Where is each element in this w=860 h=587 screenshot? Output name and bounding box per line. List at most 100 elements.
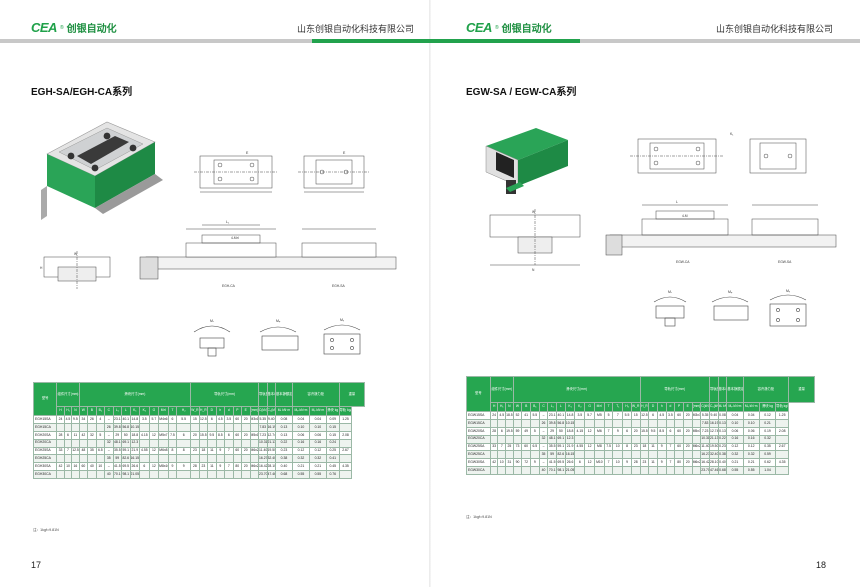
table-cell: 0.15	[325, 422, 340, 432]
table-cell	[338, 470, 353, 480]
table-cell	[249, 422, 259, 432]
table-cell	[674, 466, 684, 476]
table-cell: 20	[682, 458, 693, 468]
table-cell: 8	[622, 442, 632, 452]
table-cell: 12.5	[639, 411, 650, 420]
table-cell: –	[538, 426, 549, 436]
table-cell: 9.5	[207, 430, 217, 440]
table-cell: 40	[104, 470, 114, 480]
logo-mark: CEA	[466, 20, 492, 35]
table-cell: 0.10	[308, 422, 327, 432]
svg-text:4-M×l: 4-M×l	[231, 236, 239, 240]
table-subheader: B	[521, 402, 531, 412]
svg-text:E: E	[246, 151, 249, 155]
table-cell: 52	[512, 411, 523, 420]
table-cell: 0.59	[758, 450, 777, 460]
table-cell	[682, 434, 693, 444]
table-cell: 16.42	[700, 458, 710, 468]
table-cell: 2.67	[775, 442, 790, 452]
table-cell	[648, 466, 658, 476]
table-cell: 9.40	[266, 415, 277, 424]
table-cell: 19.50	[266, 446, 277, 456]
table-cell	[574, 466, 586, 476]
header-bar	[0, 39, 430, 43]
table-cell: 35	[87, 446, 97, 456]
table-cell: 0.25	[325, 446, 340, 456]
table-cell: 0.12	[726, 442, 744, 452]
table-cell: 21.05	[564, 466, 576, 476]
table-cell: 0.23	[274, 446, 293, 456]
table-cell: 10	[95, 462, 106, 472]
table-cell: 56.8	[556, 418, 566, 428]
table-cell	[603, 450, 614, 460]
svg-text:L₁: L₁	[226, 220, 230, 224]
table-cell: 49	[521, 426, 531, 436]
table-cell: 10	[612, 442, 624, 452]
table-cell: 56.8	[121, 422, 131, 432]
logo-cn: 创银自动化	[501, 24, 552, 35]
table-cell: 0.04	[291, 415, 310, 424]
table-cell	[497, 418, 507, 428]
table-cell	[78, 470, 89, 480]
table-cell: M5x16	[249, 430, 259, 440]
table-cell	[512, 434, 523, 444]
table-cell	[674, 434, 684, 444]
table-cell	[232, 454, 243, 464]
table-subheader: B₁	[530, 402, 540, 412]
table-cell	[775, 466, 790, 476]
table-cell: 26	[538, 418, 549, 428]
drawing-side-view: L₁ 4-M×l EGH-CA EGH-SA W H	[40, 220, 397, 289]
table-cell: 60	[78, 462, 89, 472]
table-cell: 23	[198, 462, 209, 472]
table-cell	[505, 450, 514, 460]
table-cell: 15	[630, 411, 641, 420]
table-cell	[224, 422, 234, 432]
table-cell: 5	[95, 430, 106, 440]
table-cell: 32	[87, 430, 97, 440]
table-cell	[71, 470, 80, 480]
table-cell: 18.8	[564, 426, 576, 436]
table-cell: 11	[207, 446, 217, 456]
table-cell	[639, 466, 650, 476]
table-cell	[338, 454, 353, 464]
table-subheader: W	[78, 406, 89, 416]
table-cell: M6x20	[691, 442, 702, 452]
table-cell: EGH20CA	[32, 438, 58, 448]
table-cell: 4.5	[215, 415, 226, 424]
table-cell	[630, 450, 641, 460]
table-cell	[530, 466, 540, 476]
table-cell: 6	[648, 411, 658, 420]
table-cell: 72	[521, 458, 531, 468]
table-subheader: H₁	[63, 406, 73, 416]
table-cell: 19.5	[505, 426, 514, 436]
table-cell: 20	[241, 446, 251, 456]
table-cell: 19.50	[708, 442, 719, 452]
table-cell: 0.55	[308, 470, 327, 480]
product-photo-egw	[485, 128, 568, 194]
table-cell: 9	[530, 458, 540, 468]
table-cell	[224, 470, 234, 480]
table-cell	[198, 438, 209, 448]
table-cell	[207, 454, 217, 464]
table-cell	[158, 454, 169, 464]
table-cell: 0.10	[726, 418, 744, 428]
table-cell	[630, 466, 641, 476]
table-cell: 9	[656, 458, 667, 468]
table-cell: 6	[224, 430, 234, 440]
table-cell: 42	[78, 430, 89, 440]
table-cell: 12	[148, 430, 160, 440]
table-cell	[512, 418, 523, 428]
table-cell: 10	[612, 458, 624, 468]
table-cell: EGH25CA	[32, 454, 58, 464]
table-subheader: C₀(kN)	[266, 406, 277, 416]
table-subheader: G	[148, 406, 160, 416]
series-title: EGW-SA / EGW-CA系列	[466, 87, 577, 98]
table-cell: M5x7	[158, 430, 169, 440]
table-cell: 15	[190, 415, 200, 424]
table-subheader: K₁	[564, 402, 576, 412]
table-cell: 7	[224, 462, 234, 472]
table-cell: 6	[207, 415, 217, 424]
